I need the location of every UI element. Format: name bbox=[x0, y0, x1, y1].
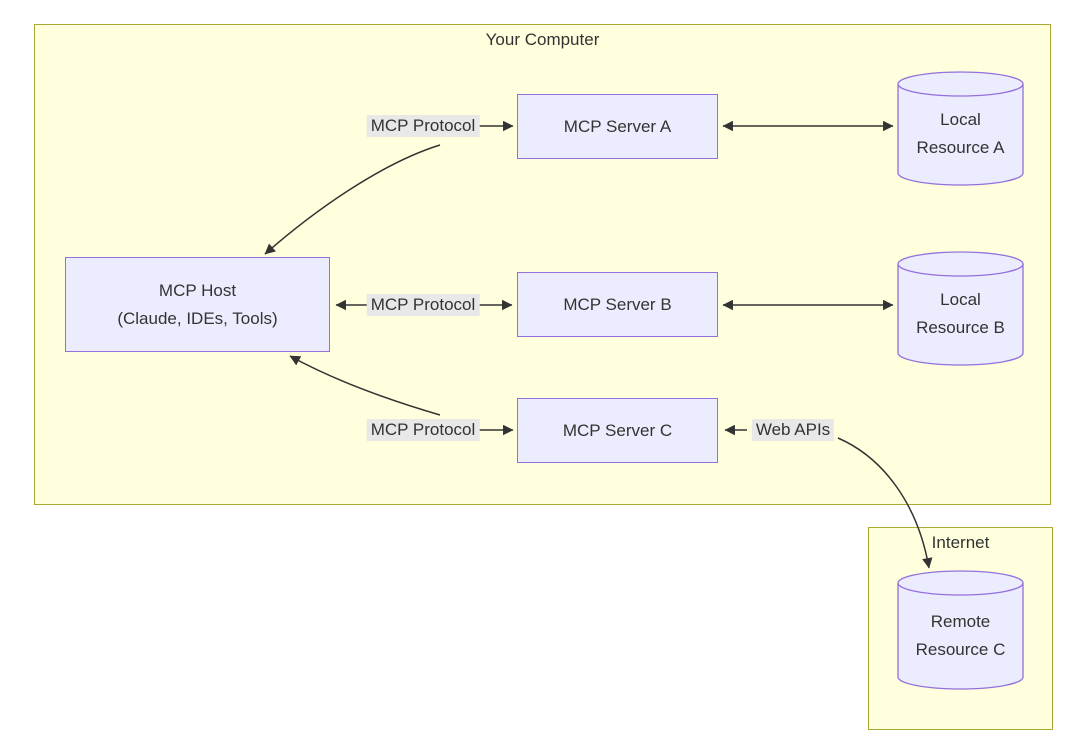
edge-webapis-to-remote-resource-c bbox=[837, 437, 933, 569]
cylinder-local-resource-a bbox=[897, 71, 1024, 186]
edge-host-server-c-curve bbox=[289, 355, 441, 416]
node-mcp-host: MCP Host (Claude, IDEs, Tools) bbox=[65, 257, 330, 352]
label-remote-resource-c: Remote Resource C bbox=[915, 612, 1006, 659]
cluster-title-internet: Internet bbox=[931, 533, 990, 552]
label-local-resource-a: Local Resource A bbox=[916, 110, 1005, 157]
label-local-resource-b: Local Resource B bbox=[916, 290, 1005, 337]
edge-label-mcp-protocol-c: MCP Protocol bbox=[366, 419, 480, 441]
edge-label-mcp-protocol-b: MCP Protocol bbox=[366, 294, 480, 316]
cylinder-remote-resource-c bbox=[897, 570, 1024, 690]
cylinder-local-resource-b bbox=[897, 251, 1024, 366]
node-mcp-server-c: MCP Server C bbox=[517, 398, 718, 463]
node-mcp-server-b: MCP Server B bbox=[517, 272, 718, 337]
node-mcp-server-a: MCP Server A bbox=[517, 94, 718, 159]
cluster-title-your-computer: Your Computer bbox=[485, 30, 600, 49]
edge-host-server-a-curve bbox=[264, 144, 441, 255]
edge-label-mcp-protocol-a: MCP Protocol bbox=[366, 115, 480, 137]
edge-label-web-apis: Web APIs bbox=[751, 419, 835, 441]
